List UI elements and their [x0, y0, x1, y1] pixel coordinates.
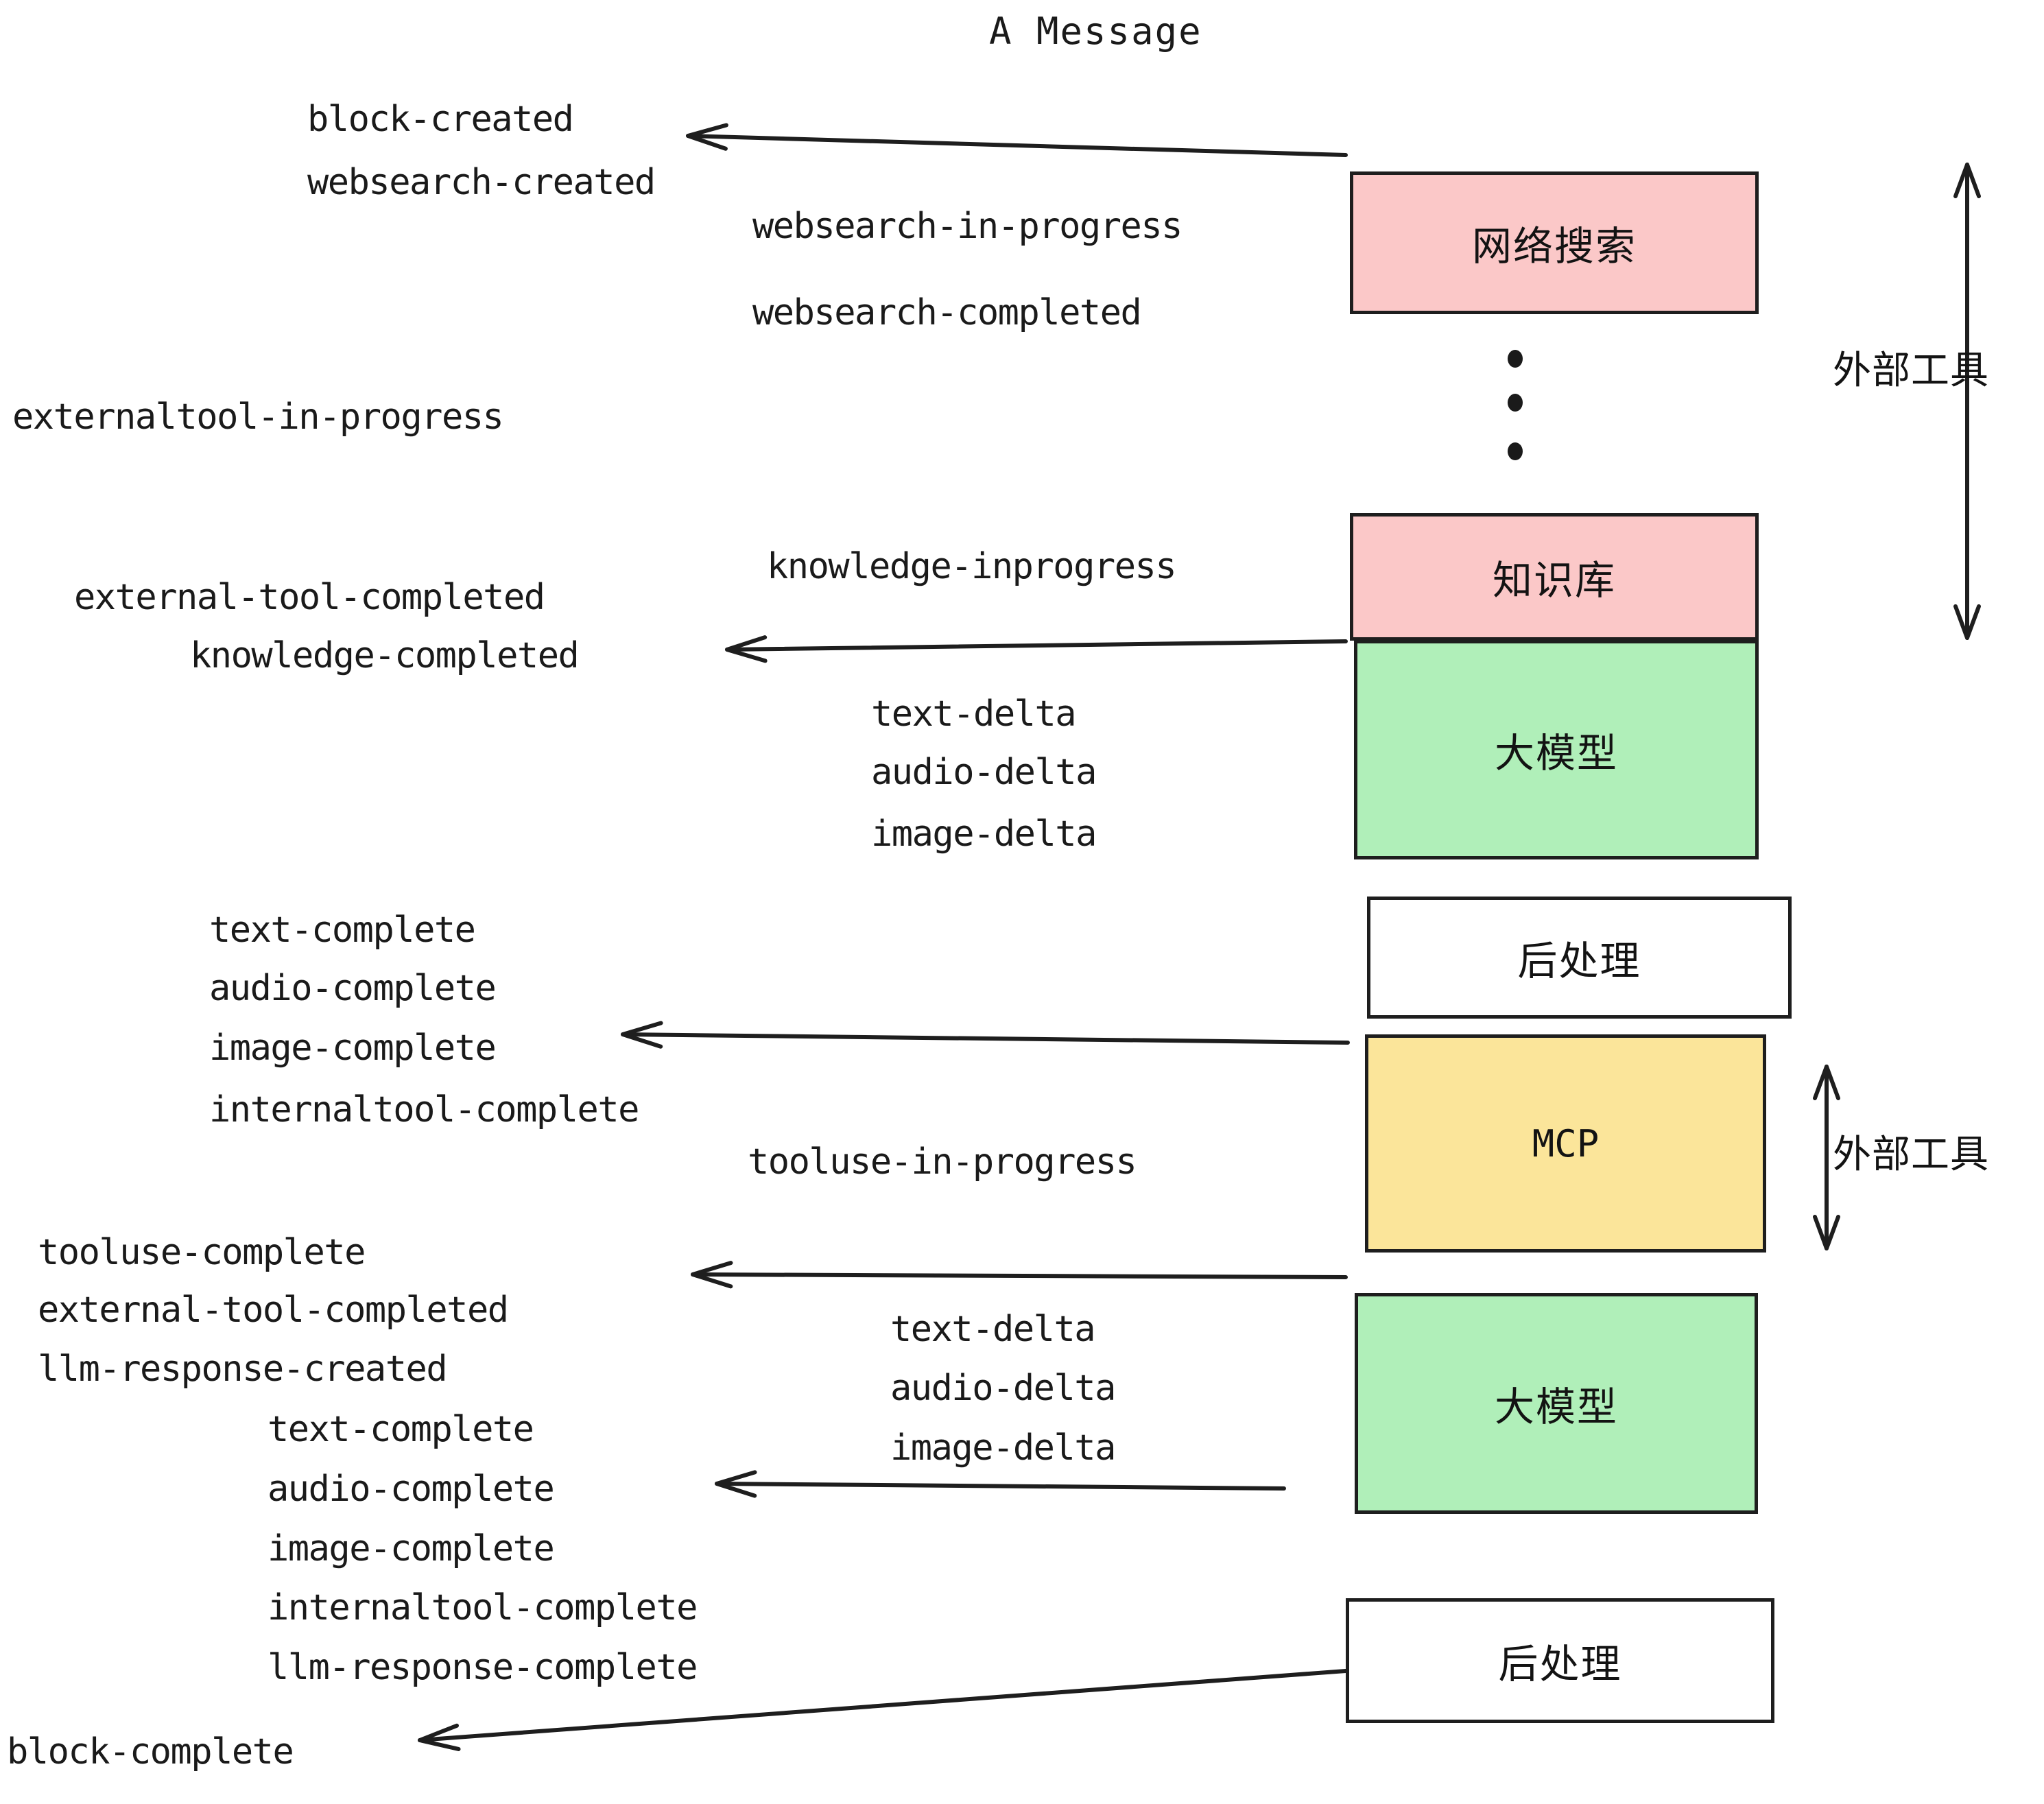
node-label: MCP [1532, 1121, 1600, 1165]
event-label-audio-complete-1: audio-complete [209, 968, 497, 1009]
event-label-block-created: block-created [307, 99, 574, 140]
arrow-shaft [686, 134, 1348, 157]
event-label-image-complete-1: image-complete [209, 1028, 497, 1069]
node-label: 后处理 [1517, 938, 1641, 984]
event-label-websearch-created: websearch-created [307, 162, 656, 203]
node-label: 网络搜索 [1471, 223, 1637, 270]
node-label: 后处理 [1498, 1641, 1622, 1687]
ellipsis-dot-2 [1508, 394, 1523, 412]
node-llm-2[interactable]: 大模型 [1355, 1293, 1758, 1514]
event-label-text-complete-2: text-complete [268, 1409, 534, 1450]
event-label-block-complete: block-complete [7, 1731, 294, 1772]
event-label-text-delta-2: text-delta [890, 1309, 1096, 1350]
event-label-knowledge-inprogress: knowledge-inprogress [767, 546, 1177, 587]
event-label-external-tool-completed-2: external-tool-completed [38, 1290, 509, 1331]
arrow-shaft [691, 1272, 1348, 1279]
event-label-tooluse-in-progress: tooluse-in-progress [748, 1141, 1137, 1183]
event-label-websearch-completed: websearch-completed [752, 292, 1142, 333]
arrow-arrow-audio-complete [715, 1470, 1286, 1498]
ellipsis-dot-3 [1508, 442, 1523, 460]
arrow-head [418, 1723, 461, 1751]
node-post-2[interactable]: 后处理 [1346, 1598, 1774, 1723]
arrow-head [691, 1261, 733, 1289]
event-label-knowledge-completed: knowledge-completed [190, 635, 580, 676]
arrow-head-up [1953, 163, 1981, 198]
arrow-shaft [621, 1032, 1350, 1045]
event-label-image-delta-1: image-delta [871, 814, 1097, 855]
node-label: 知识库 [1492, 557, 1616, 604]
event-label-websearch-in-progress: websearch-in-progress [752, 206, 1183, 247]
event-label-llm-response-complete: llm-response-complete [268, 1647, 698, 1688]
side-label-external-tools-top: 外部工具 [1833, 348, 1989, 393]
arrow-head [715, 1470, 757, 1498]
event-label-audio-delta-1: audio-delta [871, 752, 1097, 793]
node-websearch[interactable]: 网络搜索 [1350, 171, 1759, 314]
node-label: 大模型 [1494, 730, 1618, 776]
ellipsis-dot-1 [1508, 350, 1523, 368]
arrow-arrow-image-complete [621, 1021, 1350, 1049]
node-mcp[interactable]: MCP [1365, 1034, 1766, 1253]
arrow-head [725, 635, 768, 663]
event-label-internaltool-complete-2: internaltool-complete [268, 1587, 698, 1628]
arrow-shaft [725, 639, 1348, 652]
side-label-external-tools-bottom: 外部工具 [1833, 1132, 1989, 1177]
bidirectional-arrow-ext-tools-arrow-bottom [1813, 1065, 1840, 1250]
arrow-shaft [418, 1669, 1348, 1742]
node-knowledge[interactable]: 知识库 [1350, 513, 1759, 641]
arrow-arrow-block-complete [418, 1669, 1348, 1751]
event-label-internaltool-complete-1: internaltool-complete [209, 1089, 639, 1130]
arrow-head [686, 123, 728, 151]
arrow-head-down [1953, 604, 1981, 640]
event-label-text-delta-1: text-delta [871, 693, 1077, 735]
event-label-externaltool-in-progress: externaltool-in-progress [12, 396, 504, 438]
arrow-head [621, 1021, 663, 1049]
event-label-image-complete-2: image-complete [268, 1528, 555, 1569]
node-llm-1[interactable]: 大模型 [1354, 640, 1759, 859]
page-title: A Message [989, 10, 1202, 53]
arrow-head-up [1813, 1065, 1840, 1100]
event-label-audio-complete-2: audio-complete [268, 1469, 555, 1510]
bidirectional-arrow-ext-tools-arrow-top [1953, 163, 1981, 640]
arrow-shaft [715, 1482, 1286, 1491]
event-label-audio-delta-2: audio-delta [890, 1368, 1116, 1409]
event-label-llm-response-created: llm-response-created [38, 1349, 448, 1390]
event-label-tooluse-complete: tooluse-complete [38, 1232, 366, 1273]
event-label-text-complete-1: text-complete [209, 910, 476, 951]
arrow-arrow-tooluse-complete [691, 1261, 1348, 1289]
event-label-image-delta-2: image-delta [890, 1427, 1116, 1469]
arrow-head-down [1813, 1215, 1840, 1250]
node-label: 大模型 [1494, 1384, 1618, 1430]
arrow-arrow-knowledge-completed [725, 635, 1348, 663]
node-post-1[interactable]: 后处理 [1367, 897, 1792, 1019]
event-label-external-tool-completed-1: external-tool-completed [74, 577, 545, 618]
arrow-arrow-block-created [686, 123, 1348, 157]
